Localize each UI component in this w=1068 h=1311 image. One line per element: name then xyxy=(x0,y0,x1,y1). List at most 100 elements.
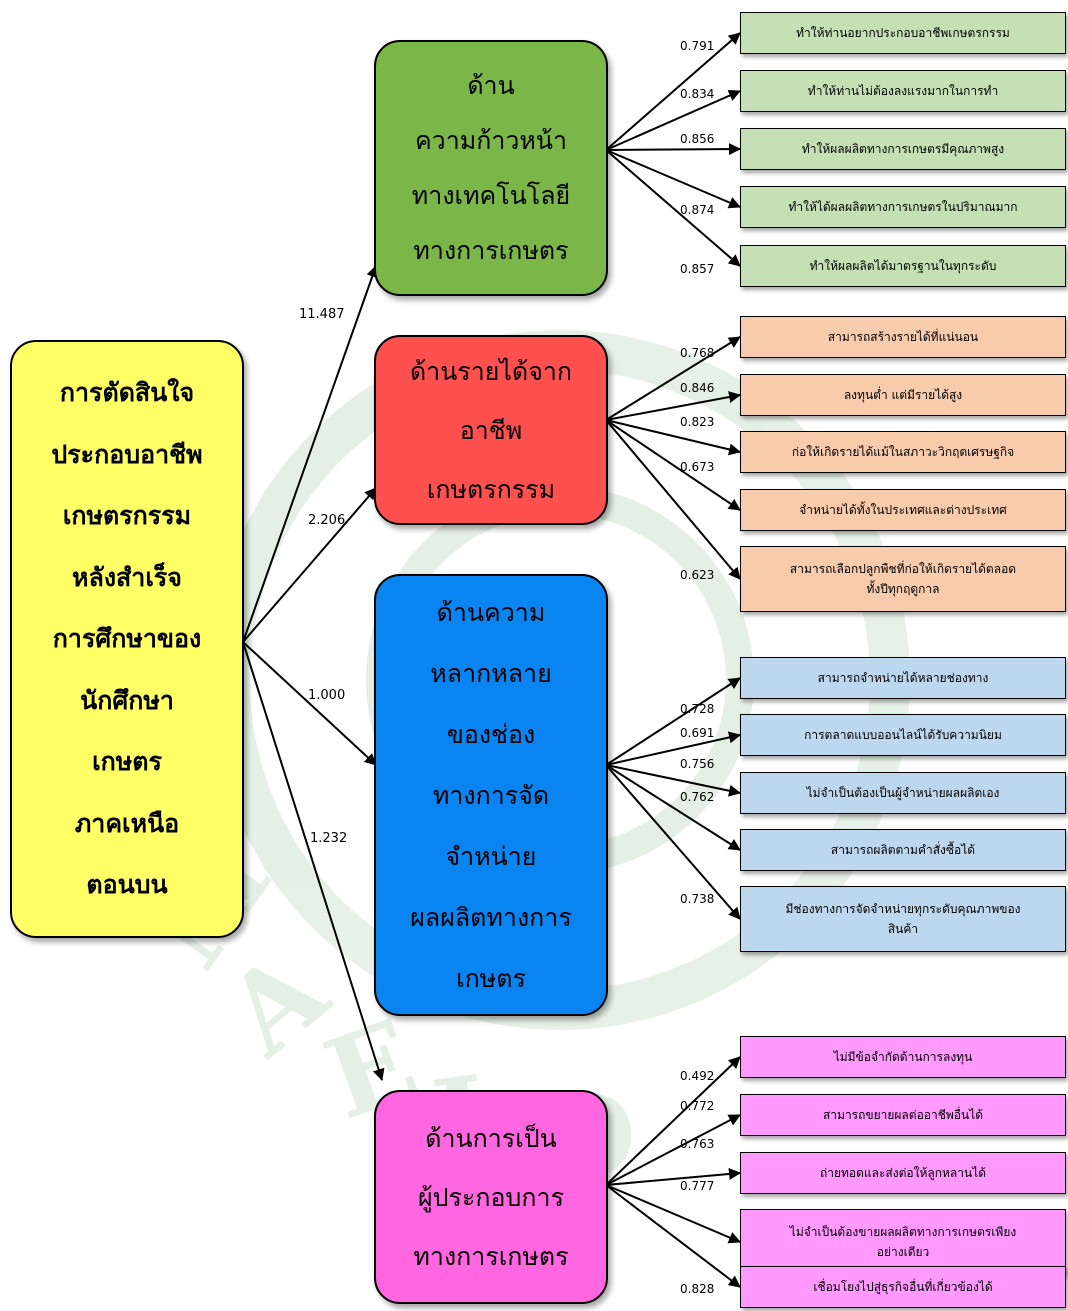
indicator-box: ทำให้ท่านไม่ต้องลงแรงมากในการทำ xyxy=(740,70,1066,112)
factor-to-indicator-arrow xyxy=(605,1114,741,1186)
indicator-text: การตลาดแบบออนไลน์ได้รับความนิยม xyxy=(804,728,1002,742)
main-construct-line: หลังสำเร็จ xyxy=(72,562,182,592)
factor-loading-label: 0.777 xyxy=(680,1179,715,1193)
indicator-text: ทั้งปีทุกฤดูกาล xyxy=(866,582,940,596)
factor-loading-label: 0.791 xyxy=(680,39,715,53)
factor-title-line: จำหน่าย xyxy=(445,841,537,871)
indicator-text: สามารถขยายผลต่ออาชีพอื่นได้ xyxy=(822,1108,984,1122)
indicator-box: ก่อให้เกิดรายได้แม้ในสภาวะวิกฤตเศรษฐกิจ xyxy=(740,431,1066,473)
indicator-text: เชื่อมโยงไปสู่ธุรกิจอื่นที่เกี่ยวข้องได้ xyxy=(813,1280,993,1294)
indicator-text: ทำให้ผลผลิตได้มาตรฐานในทุกระดับ xyxy=(809,259,997,273)
factor-title-line: ด้านความ xyxy=(436,597,546,627)
indicator-text: ไม่จำเป็นต้องเป็นผู้จำหน่ายผลผลิตเอง xyxy=(806,786,1000,800)
factor-to-indicator-arrow xyxy=(605,1056,741,1186)
indicator-text: ไม่จำเป็นต้องขายผลผลิตทางการเกษตรเพียง xyxy=(789,1225,1017,1239)
factor-loading-label: 0.738 xyxy=(680,892,715,906)
factor-to-indicator-arrow xyxy=(605,149,741,209)
main-construct-line: การศึกษาของ xyxy=(52,624,202,654)
factor-title-line: อาชีพ xyxy=(459,415,523,445)
path-weight-label: 1.232 xyxy=(310,831,348,846)
factor-loading-label: 0.772 xyxy=(680,1099,715,1113)
factor-to-indicator-arrow xyxy=(605,391,741,421)
factor-to-indicator-arrow xyxy=(605,336,741,421)
factor-to-indicator-arrow xyxy=(605,419,741,580)
factor-to-indicator-arrow xyxy=(605,1168,741,1186)
factor-to-indicator-arrow xyxy=(605,1184,741,1244)
factor-loading-label: 0.763 xyxy=(680,1137,715,1151)
factor-loading-label: 0.874 xyxy=(680,203,715,217)
factor-title-line: ทางการเกษตร xyxy=(413,1241,569,1271)
factor-title-line: ทางการเกษตร xyxy=(413,236,569,265)
factor-loading-label: 0.623 xyxy=(680,568,715,582)
main-construct-line: การตัดสินใจ xyxy=(59,378,195,408)
factor-to-indicator-arrow xyxy=(605,89,741,151)
main-to-factor-arrow xyxy=(242,641,377,766)
factor-title-line: เกษตร xyxy=(456,963,526,993)
factor-to-indicator-arrow xyxy=(605,149,741,267)
factor-loading-label: 0.673 xyxy=(680,460,715,474)
main-to-factor-arrow xyxy=(242,487,377,643)
factor-loading-label: 0.691 xyxy=(680,726,715,740)
factor-title-line: หลากหลาย xyxy=(430,658,552,688)
factor-to-indicator-arrow xyxy=(605,677,741,766)
factor-box-entrepreneur: ด้านการเป็นผู้ประกอบการทางการเกษตร xyxy=(374,1090,608,1304)
indicator-box: ทำให้ผลผลิตทางการเกษตรมีคุณภาพสูง xyxy=(740,128,1066,170)
factor-title-line: ของช่อง xyxy=(446,719,536,749)
indicator-box: ไม่จำเป็นต้องขายผลผลิตทางการเกษตรเพียงอย… xyxy=(740,1209,1066,1275)
factor-loading-label: 0.492 xyxy=(680,1069,715,1083)
factor-to-indicator-arrow xyxy=(605,764,741,851)
indicator-box: ลงทุนต่ำ แต่มีรายได้สูง xyxy=(740,374,1066,416)
indicator-box: สามารถเลือกปลูกพืชที่ก่อให้เกิดรายได้ตลอ… xyxy=(740,546,1066,612)
factor-to-indicator-arrow xyxy=(605,1184,741,1288)
indicator-box: สามารถผลิตตามคำสั่งซื้อได้ xyxy=(740,829,1066,871)
indicator-box: การตลาดแบบออนไลน์ได้รับความนิยม xyxy=(740,714,1066,756)
factor-to-indicator-arrow xyxy=(605,143,741,156)
factor-loading-label: 0.828 xyxy=(680,1282,715,1296)
indicator-text: ทำให้ท่านอยากประกอบอาชีพเกษตรกรรม xyxy=(796,26,1010,40)
indicator-text: ทำให้ท่านไม่ต้องลงแรงมากในการทำ xyxy=(807,84,999,98)
indicator-box: ถ่ายทอดและส่งต่อให้ลูกหลานได้ xyxy=(740,1152,1066,1194)
indicator-text: สามารถจำหน่ายได้หลายช่องทาง xyxy=(817,671,989,685)
main-to-factor-arrow xyxy=(242,265,378,643)
path-weight-label: 1.000 xyxy=(308,688,346,703)
indicator-box: ทำให้ผลผลิตได้มาตรฐานในทุกระดับ xyxy=(740,245,1066,287)
factor-title-line: ความก้าวหน้า xyxy=(414,126,568,155)
indicator-text: ทำให้ได้ผลผลิตทางการเกษตรในปริมาณมาก xyxy=(788,200,1018,214)
factor-loading-label: 0.834 xyxy=(680,87,715,101)
indicator-box: เชื่อมโยงไปสู่ธุรกิจอื่นที่เกี่ยวข้องได้ xyxy=(740,1266,1066,1308)
factor-title-line: ด้านรายได้จาก xyxy=(409,356,573,386)
main-construct-box: การตัดสินใจประกอบอาชีพเกษตรกรรมหลังสำเร็… xyxy=(10,340,244,938)
factor-loading-label: 0.728 xyxy=(680,702,715,716)
factor-title-line: ผลผลิตทางการ xyxy=(410,902,572,932)
factor-to-indicator-arrow xyxy=(605,419,741,456)
factor-to-indicator-arrow xyxy=(605,32,741,151)
indicator-text: ถ่ายทอดและส่งต่อให้ลูกหลานได้ xyxy=(819,1166,987,1180)
indicator-text: สินค้า xyxy=(887,922,919,936)
factor-loading-label: 0.846 xyxy=(680,381,715,395)
indicator-text: อย่างเดียว xyxy=(876,1245,930,1259)
factor-title-line: เกษตรกรรม xyxy=(426,474,556,504)
factor-title-line: ด้าน xyxy=(467,71,515,100)
indicator-box: มีช่องทางการจัดจำหน่ายทุกระดับคุณภาพของส… xyxy=(740,886,1066,952)
factor-title-line: ด้านการเป็น xyxy=(425,1123,557,1153)
indicator-text: ไม่มีข้อจำกัดด้านการลงทุน xyxy=(833,1050,973,1064)
factor-loading-label: 0.856 xyxy=(680,132,715,146)
main-construct-line: นักศึกษา xyxy=(80,685,174,715)
main-construct-line: ภาคเหนือ xyxy=(74,808,180,838)
factor-to-indicator-arrow xyxy=(605,764,741,797)
indicator-box: จำหน่ายได้ทั้งในประเทศและต่างประเทศ xyxy=(740,489,1066,531)
indicator-box: ไม่จำเป็นต้องเป็นผู้จำหน่ายผลผลิตเอง xyxy=(740,772,1066,814)
factor-title-line: ทางการจัด xyxy=(432,780,550,810)
factor-loading-label: 0.768 xyxy=(680,346,715,360)
factor-loading-label: 0.762 xyxy=(680,790,715,804)
path-weight-label: 11.487 xyxy=(299,307,345,322)
factor-loading-label: 0.756 xyxy=(680,757,715,771)
factor-title-line: ผู้ประกอบการ xyxy=(418,1182,564,1212)
main-to-factor-arrow xyxy=(242,641,385,1081)
indicator-text: สามารถสร้างรายได้ที่แน่นอน xyxy=(827,330,979,344)
main-construct-line: ประกอบอาชีพ xyxy=(51,439,203,469)
indicator-text: สามารถเลือกปลูกพืชที่ก่อให้เกิดรายได้ตลอ… xyxy=(789,562,1017,576)
indicator-box: ทำให้ได้ผลผลิตทางการเกษตรในปริมาณมาก xyxy=(740,186,1066,228)
factor-loading-label: 0.823 xyxy=(680,415,715,429)
